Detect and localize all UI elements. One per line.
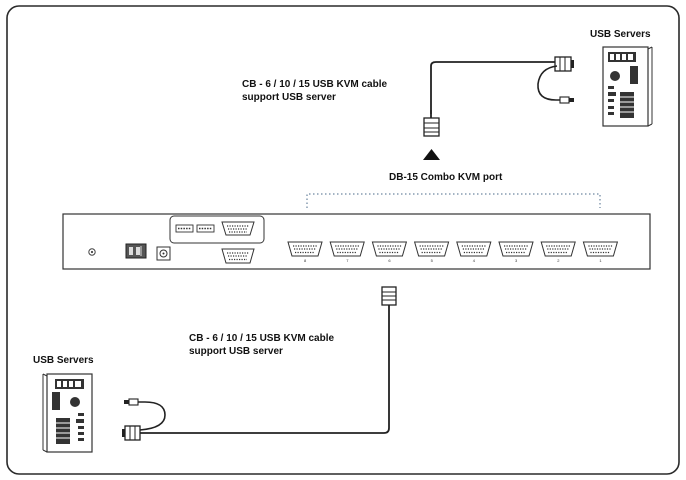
daisy-chain-port [221, 248, 255, 264]
cable-top-label-line1: CB - 6 / 10 / 15 USB KVM cable [242, 79, 387, 90]
kvm-port-number: 2 [557, 258, 560, 263]
kvm-port-6: 6 [371, 241, 408, 263]
kvm-port-number: 6 [388, 258, 391, 263]
kvm-port-7: 7 [329, 241, 365, 263]
kvm-port-8: 8 [287, 241, 323, 263]
pointer-arrow [423, 149, 440, 160]
kvm-port-number: 7 [346, 258, 349, 263]
power-button [88, 248, 96, 256]
kvm-cable-bottom [122, 286, 397, 441]
kvm-port-number: 1 [599, 258, 602, 263]
kvm-port-2: 2 [540, 241, 576, 263]
kvm-port-number: 4 [473, 258, 476, 263]
kvm-port-5: 5 [413, 241, 450, 263]
cable-bottom-label-line2: support USB server [189, 346, 283, 357]
console-vga-port [221, 221, 255, 236]
usb-servers-bottom-label: USB Servers [33, 355, 94, 366]
kvm-port-number: 5 [431, 258, 434, 263]
kvm-port-3: 3 [498, 241, 534, 263]
usb-server-bottom [42, 373, 93, 453]
cable-top-label-line2: support USB server [242, 92, 336, 103]
combo-port-label: DB-15 Combo KVM port [389, 172, 503, 183]
kvm-port-4: 4 [456, 241, 492, 263]
port-group-bracket [306, 193, 601, 208]
diagram-frame [6, 5, 680, 475]
usb-server-top [602, 46, 653, 127]
kvm-cable-top [423, 56, 574, 137]
kvm-port-1: 1 [582, 241, 619, 263]
kvm-port-number: 8 [304, 258, 307, 263]
kvm-switch-rear-panel: 8 7 6 5 4 3 2 1 [62, 213, 651, 270]
cable-bottom-label-line1: CB - 6 / 10 / 15 USB KVM cable [189, 333, 334, 344]
usb-servers-top-label: USB Servers [590, 29, 651, 40]
kvm-port-number: 3 [515, 258, 518, 263]
